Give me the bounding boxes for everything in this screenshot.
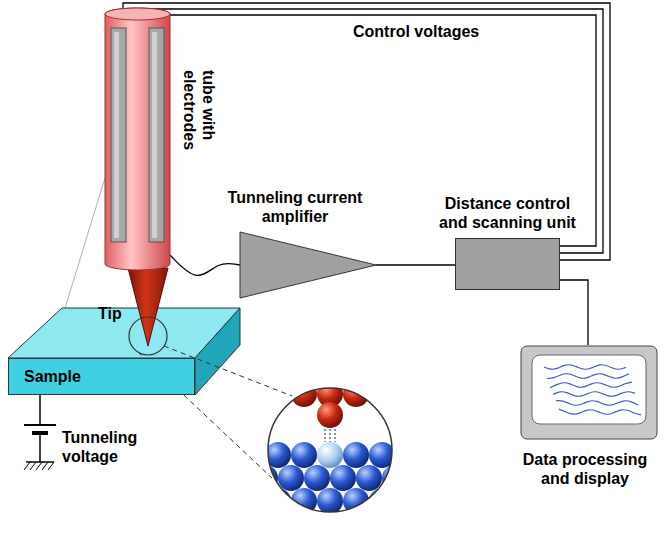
surface-atom <box>330 465 356 491</box>
wire-connector <box>123 3 610 260</box>
wire <box>560 280 588 345</box>
ground-hatch-stroke <box>30 462 36 470</box>
wire <box>170 255 240 275</box>
surface-atom <box>343 442 369 468</box>
scan-line <box>550 382 632 388</box>
surface-atom <box>265 488 291 514</box>
ground-hatch-stroke <box>24 462 30 470</box>
node-text: Sample <box>24 367 81 386</box>
wire-connector <box>560 280 588 345</box>
atoms <box>239 360 421 514</box>
tip-atom <box>356 360 382 386</box>
tip-atom <box>317 402 343 428</box>
wire <box>147 12 596 246</box>
tip-atom <box>330 360 356 386</box>
battery-plate <box>24 424 56 426</box>
unit-box <box>456 239 560 290</box>
sample-side-face <box>195 308 240 395</box>
surface-atom <box>239 442 265 468</box>
scan-line <box>559 409 641 415</box>
tunneling-path <box>330 429 331 442</box>
amplifier-triangle: Tunneling current amplifier <box>240 232 376 298</box>
piezo-tube-shape <box>105 8 170 270</box>
surface-atom <box>291 442 317 468</box>
node-label: Distance control and scanning unit <box>437 194 578 232</box>
node-label: tube with electrodes <box>180 70 218 195</box>
amplifier-triangle-shape <box>240 232 376 298</box>
node-text: Data processing and display <box>512 450 658 488</box>
tube-top <box>105 8 170 20</box>
electrode-shine <box>152 32 157 238</box>
monitor-case <box>521 346 657 439</box>
display-monitor-shape <box>520 345 658 440</box>
node-text: Tunneling current amplifier <box>220 188 370 226</box>
tip-atom <box>278 360 304 386</box>
wire-connector <box>376 265 455 266</box>
ground-hatch-stroke <box>36 462 42 470</box>
surface-atom <box>395 442 421 468</box>
tip-cone <box>128 268 168 346</box>
ground-hatch-stroke <box>48 462 54 470</box>
piezo-tube: tube with electrodes <box>105 8 170 270</box>
tunneling-path <box>325 429 326 442</box>
wire <box>376 264 455 265</box>
surface-atom <box>304 465 330 491</box>
surface-atom <box>356 465 382 491</box>
surface-atom-highlight <box>317 442 343 468</box>
amplifier-symbol <box>240 232 376 298</box>
surface-atom <box>395 488 421 514</box>
ground-hatch-stroke <box>42 462 48 470</box>
zoom-circle <box>129 317 167 355</box>
wire-connector <box>170 255 240 275</box>
tunneling-path <box>335 429 336 442</box>
node-text: tube with electrodes <box>180 70 218 195</box>
scan-line <box>556 401 638 406</box>
wire <box>123 3 610 260</box>
tip-atom <box>304 360 330 386</box>
node-label: Tunneling current amplifier <box>220 188 370 226</box>
voltage-label: Tunneling voltage <box>62 428 172 466</box>
scan-line <box>553 392 635 397</box>
scan-line <box>547 374 629 379</box>
wire-label: Control voltages <box>350 22 482 41</box>
node-label: Sample <box>24 358 81 395</box>
display-monitor: Data processing and display <box>520 345 658 440</box>
surface-atom <box>317 488 343 514</box>
node-label: Data processing and display <box>512 450 658 488</box>
magnifier-circle <box>268 388 392 512</box>
surface-atom <box>278 465 304 491</box>
node-text: Distance control and scanning unit <box>437 194 578 232</box>
electrode-shine <box>114 32 119 238</box>
control-unit-box: Distance control and scanning unit <box>455 238 560 290</box>
surface-atom <box>369 488 395 514</box>
tube-body <box>105 8 170 270</box>
sample-slab: Sample <box>8 358 195 395</box>
tip-label: Tip <box>98 304 138 323</box>
battery-wire <box>39 433 41 462</box>
electrode <box>149 28 164 242</box>
monitor-screen <box>532 355 646 424</box>
surface-atom <box>239 488 265 514</box>
control-unit-box-shape <box>455 238 560 290</box>
scan-line <box>544 365 626 370</box>
sample-front-face <box>9 359 195 395</box>
battery-wire <box>39 395 41 425</box>
electrode <box>111 28 126 242</box>
wire <box>135 9 603 253</box>
ground-hatch <box>24 462 54 470</box>
